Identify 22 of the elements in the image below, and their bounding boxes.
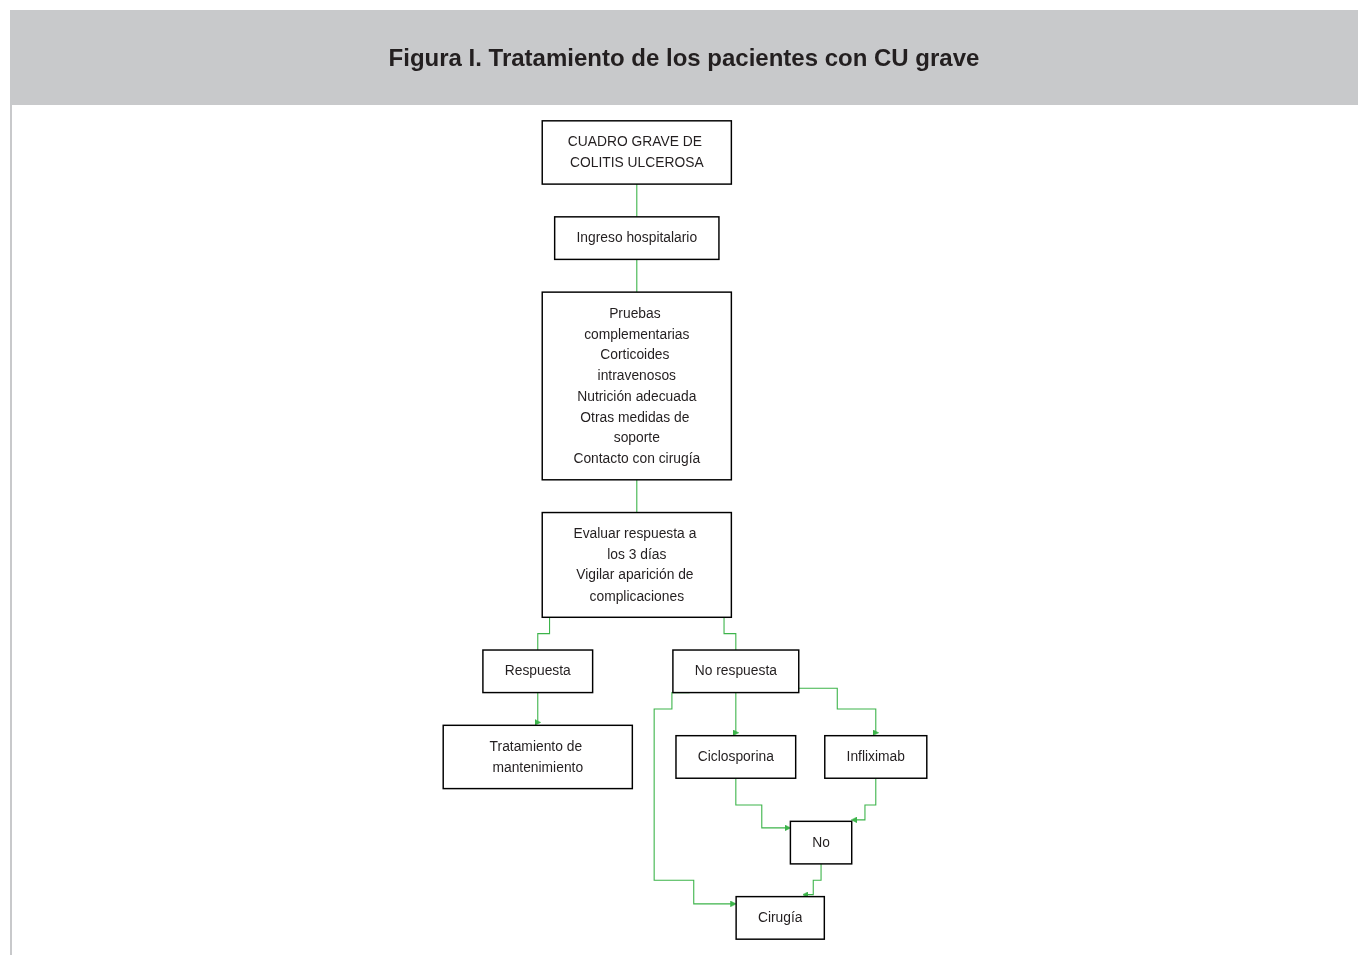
node-box: Evaluar respuesta a los 3 días Vigilar aparición de complicaciones <box>541 511 733 618</box>
arrow <box>534 692 541 726</box>
node-box: Ciclosporina <box>675 734 797 779</box>
arrow <box>850 777 877 824</box>
node-box: Ingreso hospitalario <box>553 216 720 261</box>
node-box: CUADRO GRAVE DE COLITIS ULCEROSA <box>541 120 733 185</box>
node-box: Pruebas complementarias Corticoides intravenosos Nutrición adecuada Otras medidas de soporte Contacto con cirugía <box>541 291 733 481</box>
connector <box>636 258 638 293</box>
arrow <box>732 692 740 736</box>
connector <box>636 479 638 514</box>
node-box: Infliximab <box>824 734 928 779</box>
arrow <box>653 692 737 908</box>
figure-title: Figura I. Tratamiento de los pacientes con CU grave <box>388 43 980 72</box>
node-box: No respuesta <box>672 649 800 694</box>
node-box: No <box>789 820 853 865</box>
arrow <box>798 687 879 736</box>
connector <box>636 183 638 218</box>
node-box: Respuesta <box>482 649 594 694</box>
node-box: Cirugía <box>735 895 826 940</box>
arrow <box>735 777 791 832</box>
node-box: Tratamiento de mantenimiento <box>442 724 634 790</box>
arrow <box>802 863 822 898</box>
